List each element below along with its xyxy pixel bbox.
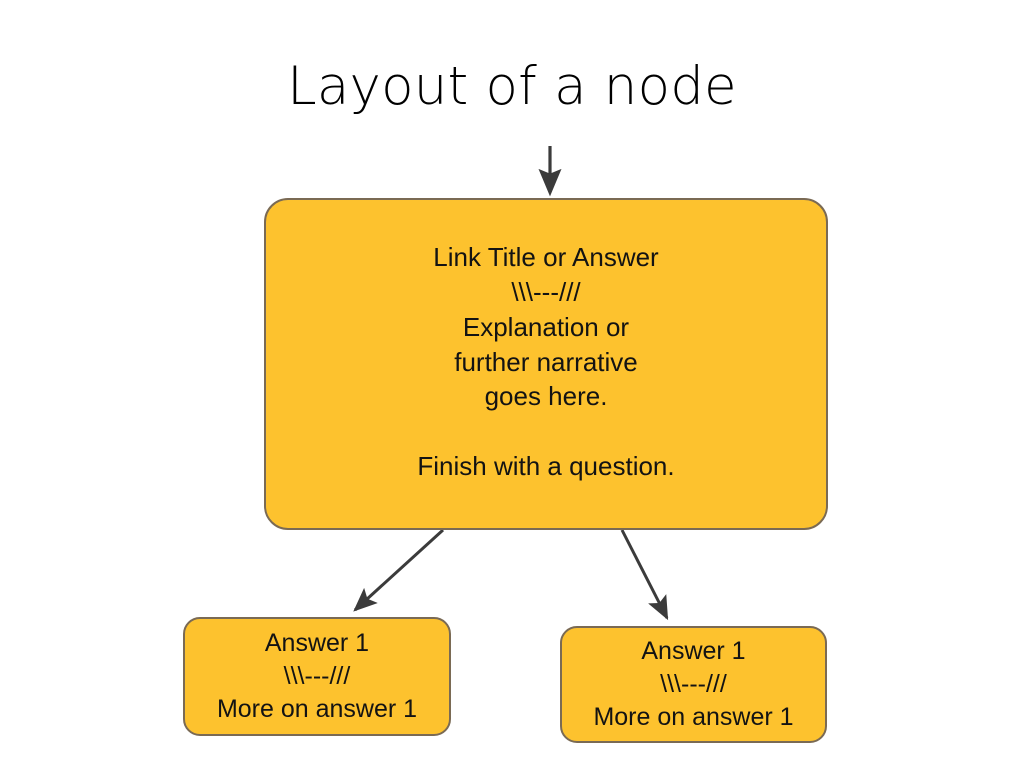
- answer-node-left-text: Answer 1 \\\---/// More on answer 1: [216, 628, 418, 724]
- connector-main-to-left-answer: [353, 528, 445, 612]
- connector-main-to-right-answer: [620, 529, 669, 621]
- answer-node-right-text: Answer 1 \\\---/// More on answer 1: [593, 636, 794, 732]
- answer-node-right[interactable]: Answer 1 \\\---/// More on answer 1: [560, 626, 827, 743]
- page-title: Layout of a node: [287, 56, 737, 117]
- main-node[interactable]: Link Title or Answer \\\---/// Explanati…: [264, 198, 828, 530]
- answer-node-left[interactable]: Answer 1 \\\---/// More on answer 1: [183, 617, 451, 736]
- main-node-text: Link Title or Answer \\\---/// Explanati…: [417, 242, 675, 482]
